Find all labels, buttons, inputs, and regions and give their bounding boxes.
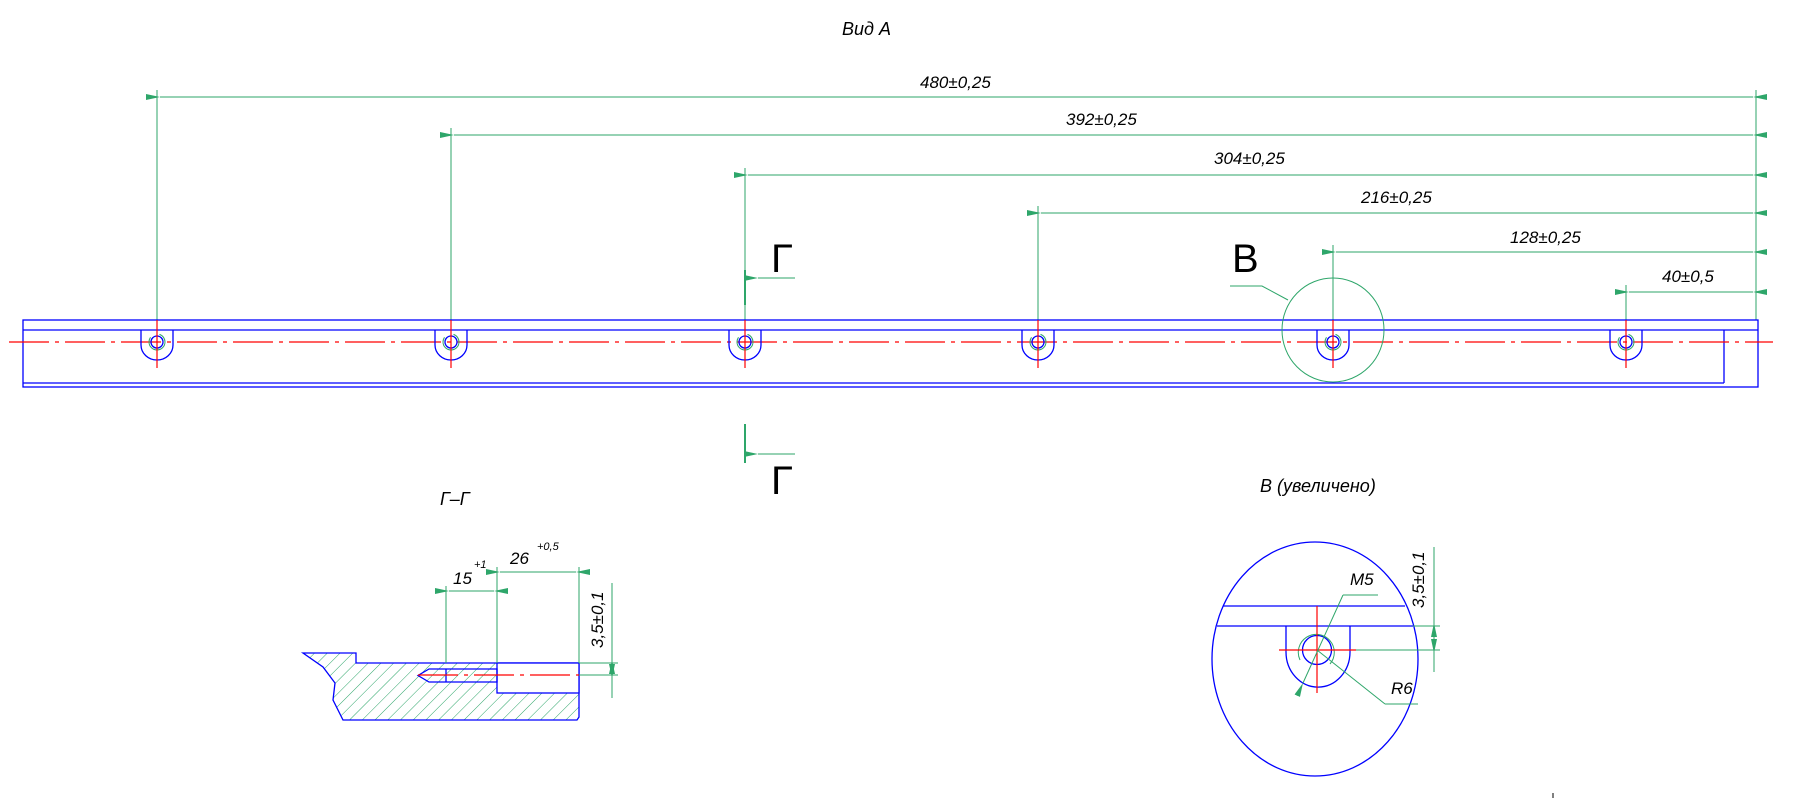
bar-outline [22, 319, 1759, 388]
hole [1316, 320, 1350, 368]
detail-letter: В [1232, 237, 1259, 281]
section-view-title: Г–Г [440, 489, 471, 509]
detail-view: В (увеличено) M5 R6 3,5±0,1 [1211, 476, 1440, 777]
radius-label: R6 [1391, 679, 1413, 698]
dim-480: 480±0,25 [920, 73, 991, 92]
section-view: Г–Г 15 +1 26 +0,5 3,5±0,1 [300, 489, 618, 721]
extension-lines [156, 90, 1757, 368]
dim-216: 216±0,25 [1360, 188, 1432, 207]
main-view: Вид А 480±0,25 392±0,25 304±0,25 216±0,2… [9, 19, 1773, 503]
dim-depth-detail: 3,5±0,1 [1409, 551, 1428, 608]
holes [140, 320, 1643, 368]
hole [434, 320, 468, 368]
main-view-title: Вид А [842, 19, 891, 39]
section-mark-bottom: Г [744, 424, 795, 503]
section-mark-top: Г [744, 237, 795, 305]
hole [728, 320, 762, 368]
dim-15: 15 [453, 569, 472, 588]
dim-26-tolerance: +0,5 [537, 541, 560, 553]
dim-15-tolerance: +1 [474, 559, 487, 571]
dim-depth-section: 3,5±0,1 [588, 591, 607, 648]
hole [1021, 320, 1055, 368]
dim-40: 40±0,5 [1662, 267, 1714, 286]
thread-label: M5 [1350, 570, 1374, 589]
dimension-lines [146, 94, 1767, 295]
hole [1609, 320, 1643, 368]
detail-mark: В [1230, 237, 1385, 383]
section-letter-bottom: Г [771, 459, 793, 503]
dim-128: 128±0,25 [1510, 228, 1581, 247]
detail-view-title: В (увеличено) [1260, 476, 1376, 496]
hole [140, 320, 174, 368]
section-dimensions [435, 567, 618, 698]
section-letter-top: Г [771, 237, 793, 281]
detail-dimensions [1294, 547, 1440, 705]
dim-26: 26 [509, 549, 529, 568]
dim-304: 304±0,25 [1214, 149, 1285, 168]
dim-392: 392±0,25 [1066, 110, 1137, 129]
